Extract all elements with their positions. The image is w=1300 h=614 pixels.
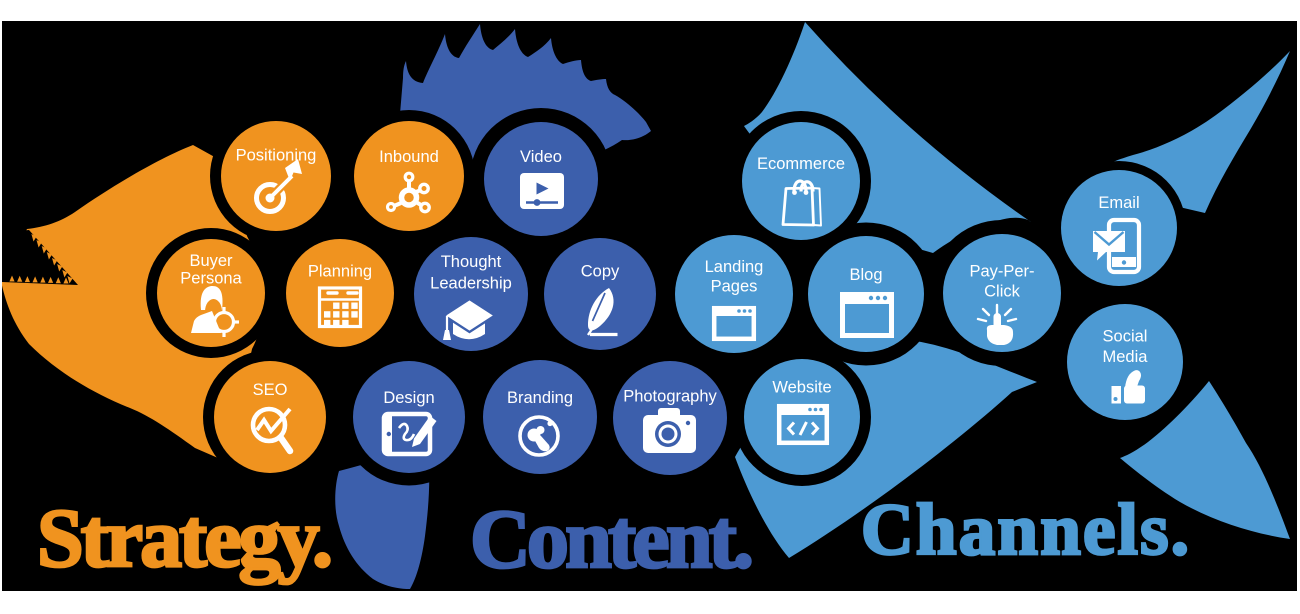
svg-text:Branding: Branding bbox=[507, 389, 573, 407]
svg-text:Persona: Persona bbox=[180, 269, 242, 287]
svg-text:Channels.: Channels. bbox=[861, 489, 1189, 570]
svg-text:Ecommerce: Ecommerce bbox=[757, 155, 845, 173]
svg-text:Planning: Planning bbox=[308, 262, 372, 280]
svg-text:Content.: Content. bbox=[470, 493, 754, 586]
svg-text:Leadership: Leadership bbox=[430, 274, 512, 292]
svg-text:SEO: SEO bbox=[253, 381, 288, 399]
svg-text:Positioning: Positioning bbox=[236, 146, 317, 164]
svg-text:Design: Design bbox=[383, 389, 434, 407]
svg-text:Buyer: Buyer bbox=[189, 252, 233, 270]
svg-text:Social: Social bbox=[1103, 327, 1148, 345]
svg-text:Landing: Landing bbox=[705, 258, 764, 276]
svg-text:Video: Video bbox=[520, 148, 562, 166]
svg-text:Click: Click bbox=[984, 282, 1020, 300]
svg-text:Copy: Copy bbox=[581, 262, 620, 280]
svg-text:Photography: Photography bbox=[623, 387, 717, 405]
svg-text:Strategy.: Strategy. bbox=[37, 492, 333, 585]
svg-text:Blog: Blog bbox=[849, 266, 882, 284]
svg-text:Website: Website bbox=[772, 378, 831, 396]
svg-text:Pages: Pages bbox=[711, 277, 758, 295]
svg-text:Thought: Thought bbox=[441, 253, 502, 271]
svg-text:Media: Media bbox=[1103, 348, 1149, 366]
svg-text:Email: Email bbox=[1098, 194, 1139, 212]
svg-text:Pay-Per-: Pay-Per- bbox=[969, 262, 1034, 280]
svg-text:Inbound: Inbound bbox=[379, 148, 439, 166]
